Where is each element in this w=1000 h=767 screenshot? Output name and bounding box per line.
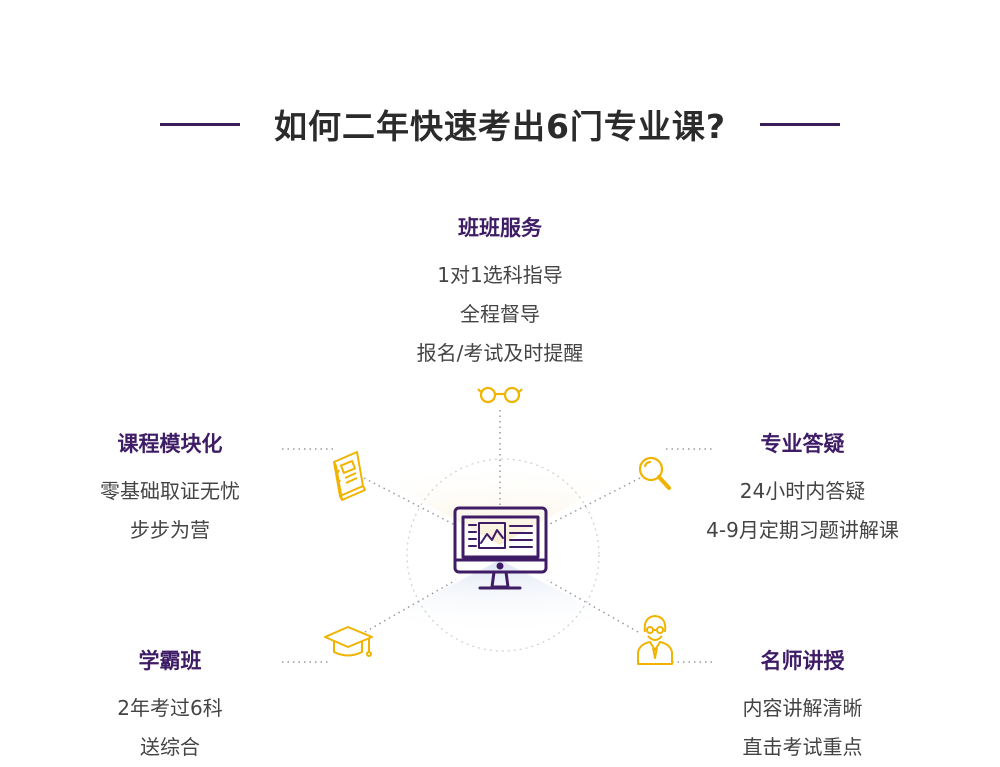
connector-lines	[282, 410, 715, 663]
section-heading: 名师讲授	[760, 649, 845, 673]
section-qa: 专业答疑 24小时内答疑 4-9月定期习题讲解课	[660, 428, 945, 550]
title-left-line	[159, 122, 240, 126]
section-line: 直击考试重点	[742, 735, 863, 759]
section-line: 报名/考试及时提醒	[416, 341, 584, 365]
title-row: 如何二年快速考出6门专业课?	[0, 96, 1000, 152]
glasses-icon	[477, 386, 523, 404]
book-icon	[333, 451, 366, 501]
section-line: 送综合	[140, 735, 200, 759]
section-line: 步步为营	[130, 518, 210, 542]
section-service: 班班服务 1对1选科指导 全程督导 报名/考试及时提醒	[350, 212, 650, 373]
section-line: 内容讲解清晰	[742, 696, 863, 720]
magnifier-icon	[638, 456, 671, 490]
computer-monitor-icon	[453, 506, 548, 590]
section-line: 零基础取证无忧	[100, 479, 240, 503]
section-famous-teacher: 名师讲授 内容讲解清晰 直击考试重点	[680, 645, 925, 767]
section-top-student-class: 学霸班 2年考过6科 送综合	[40, 645, 300, 767]
section-line: 24小时内答疑	[739, 479, 866, 503]
section-line: 全程督导	[460, 302, 540, 326]
section-heading: 课程模块化	[117, 432, 223, 456]
section-modular-course: 课程模块化 零基础取证无忧 步步为营	[40, 428, 300, 550]
lower-glow	[345, 560, 655, 655]
page-title: 如何二年快速考出6门专业课?	[273, 107, 727, 146]
graduation-cap-icon	[324, 626, 373, 657]
section-line: 2年考过6科	[117, 696, 223, 720]
section-heading: 班班服务	[458, 216, 542, 240]
section-heading: 专业答疑	[760, 432, 845, 456]
section-line: 4-9月定期习题讲解课	[706, 518, 899, 542]
section-heading: 学霸班	[138, 649, 202, 673]
dotted-ring	[406, 458, 600, 652]
title-right-line	[760, 122, 841, 126]
section-line: 1对1选科指导	[437, 263, 563, 287]
teacher-icon	[637, 615, 673, 665]
